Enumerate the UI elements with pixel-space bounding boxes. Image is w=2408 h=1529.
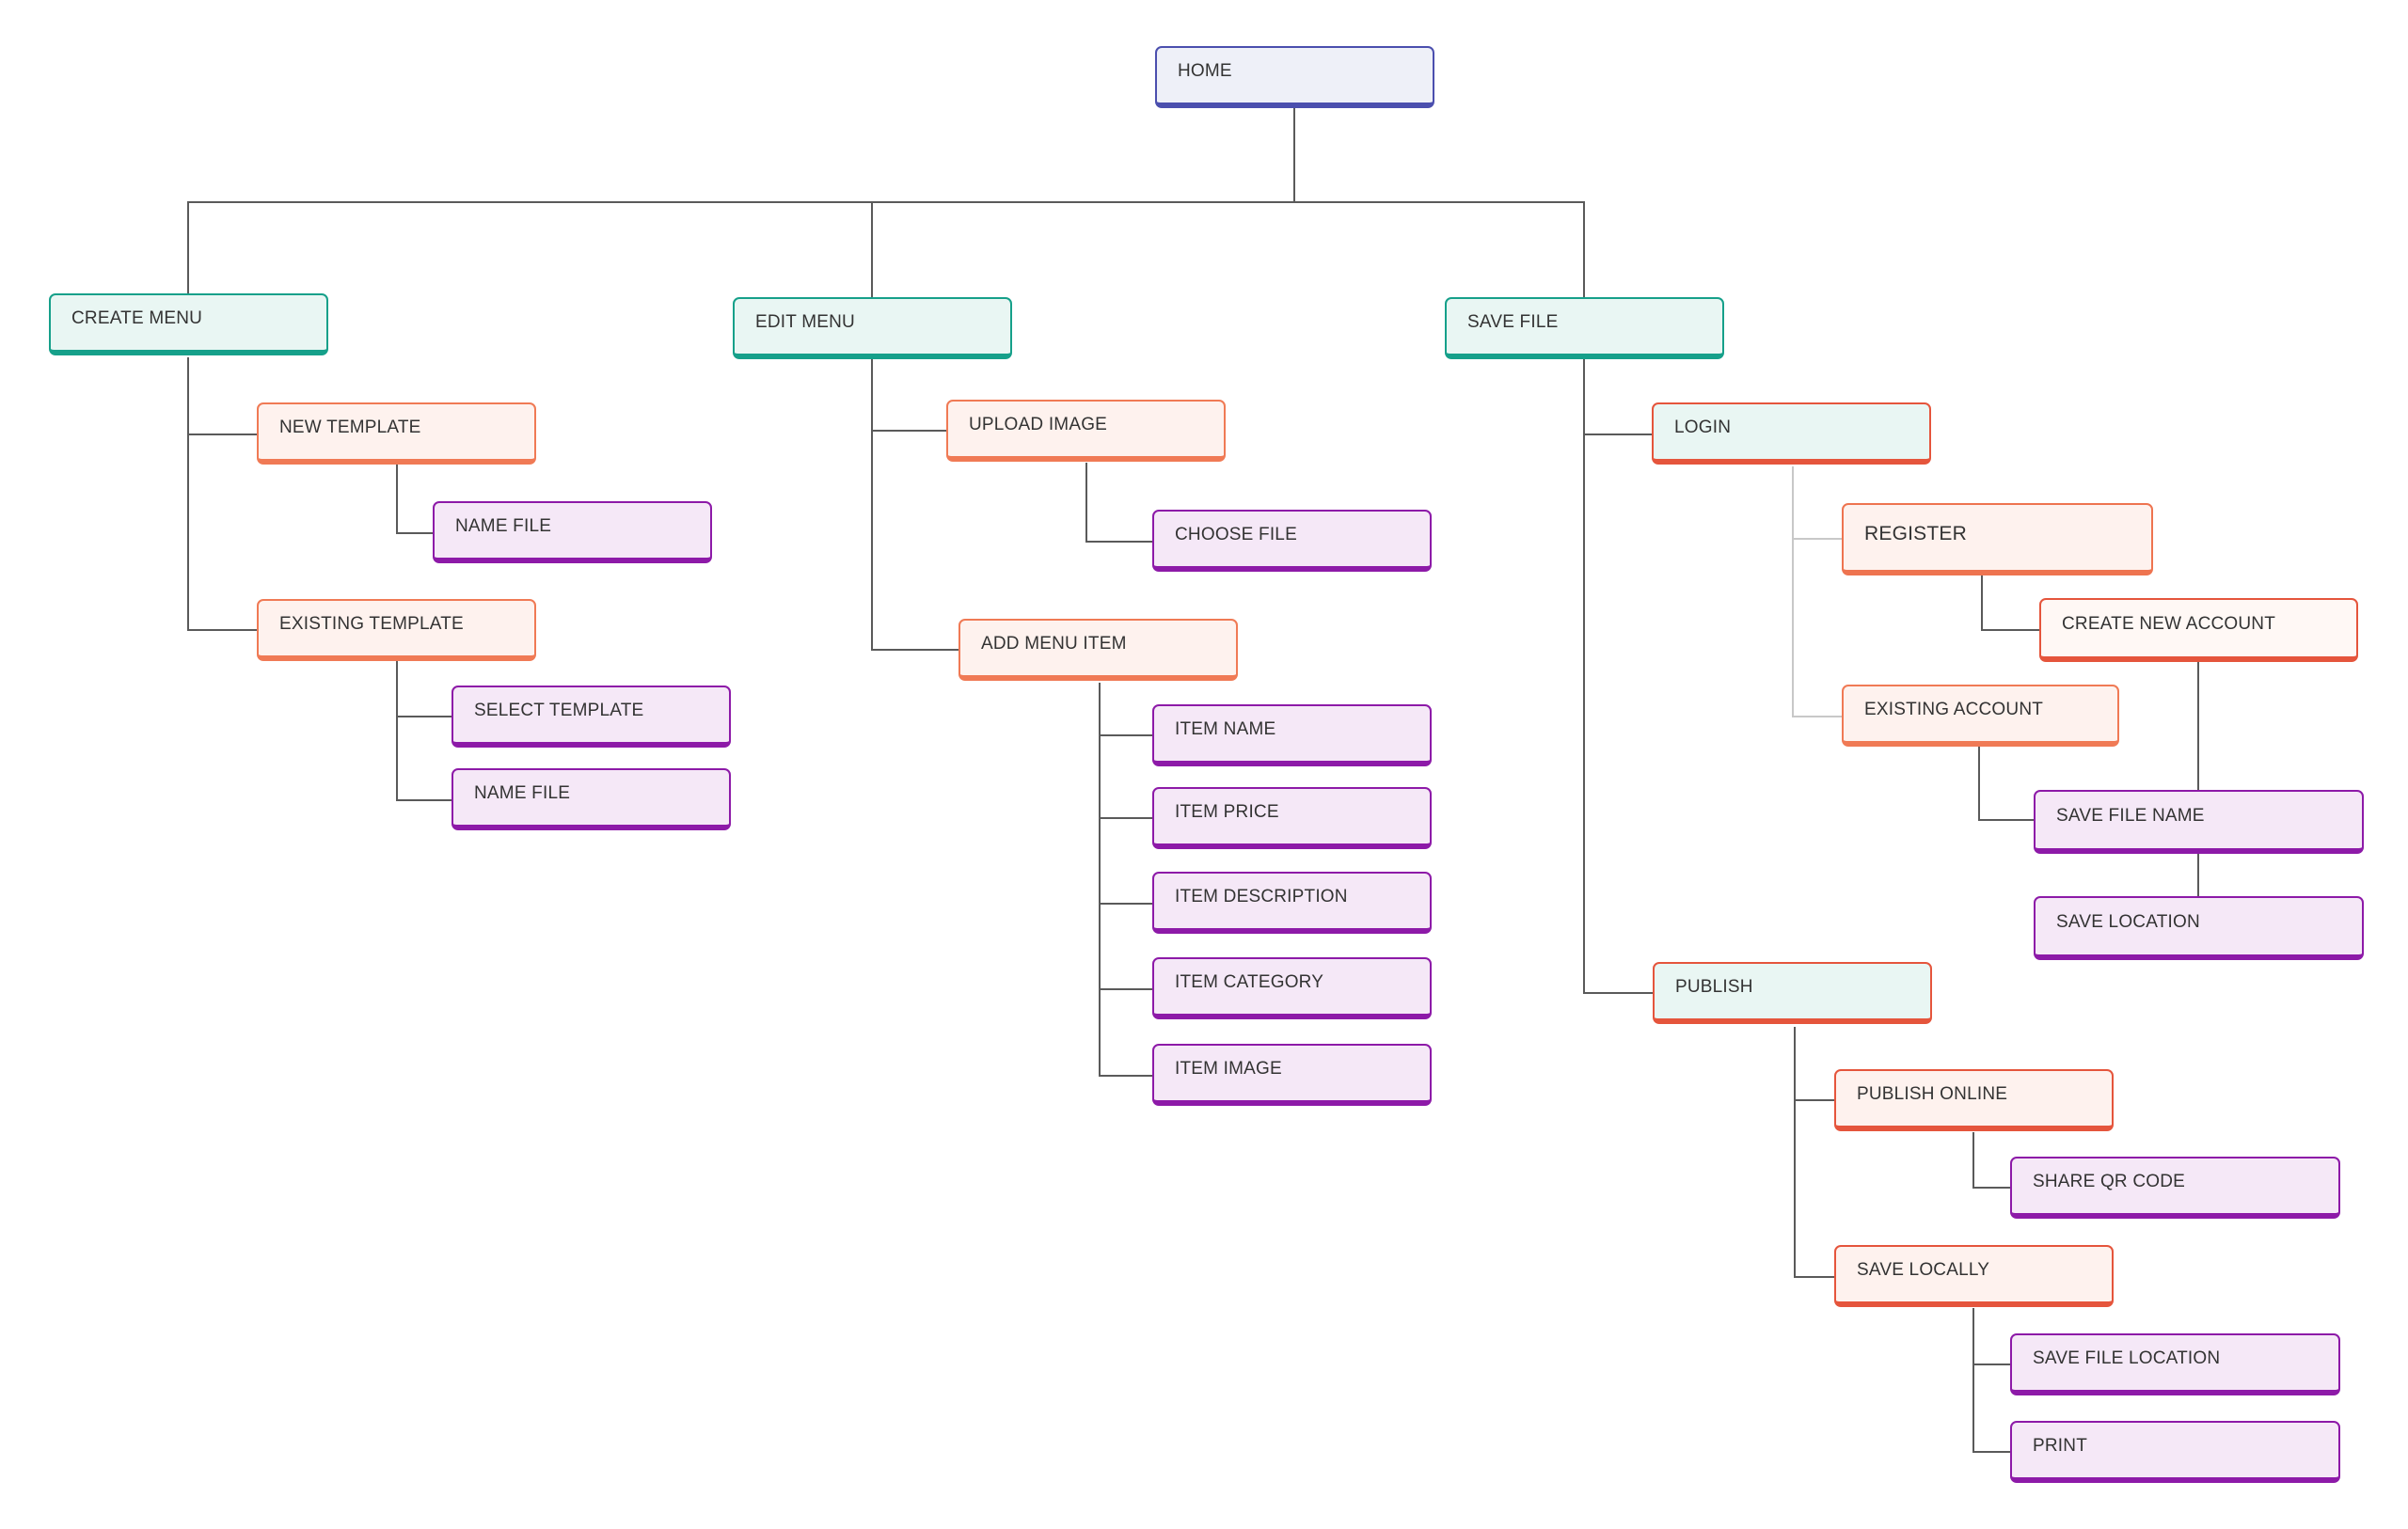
connector-save-file-children <box>1583 359 1653 994</box>
node-existing-account[interactable]: EXISTING ACCOUNT <box>1842 685 2119 747</box>
connector-home-to-create-menu <box>187 201 1294 293</box>
node-save-file-label: SAVE FILE <box>1467 312 1559 332</box>
node-new-template-label: NEW TEMPLATE <box>279 418 421 437</box>
node-item-category[interactable]: ITEM CATEGORY <box>1152 957 1432 1019</box>
connector-register-to-create-account <box>1981 575 2039 631</box>
node-create-menu-label: CREATE MENU <box>71 308 203 328</box>
node-save-file-name-label: SAVE FILE NAME <box>2056 806 2205 826</box>
node-existing-account-label: EXISTING ACCOUNT <box>1864 700 2044 719</box>
connector-home-to-edit-menu <box>871 201 1294 297</box>
node-existing-template-name-file-label: NAME FILE <box>474 783 571 803</box>
node-login-label: LOGIN <box>1674 418 1732 437</box>
node-new-template[interactable]: NEW TEMPLATE <box>257 402 536 465</box>
node-edit-menu-label: EDIT MENU <box>755 312 855 332</box>
connector-new-template-to-name-file <box>396 465 433 534</box>
connector-existing-account-to-save-file-name <box>1978 747 2034 821</box>
node-share-qr-code-label: SHARE QR CODE <box>2033 1172 2186 1191</box>
node-publish[interactable]: PUBLISH <box>1653 962 1932 1024</box>
node-new-template-name-file-label: NAME FILE <box>455 516 552 536</box>
node-choose-file[interactable]: CHOOSE FILE <box>1152 510 1432 572</box>
connector-existing-template-children <box>396 661 452 801</box>
node-item-description-label: ITEM DESCRIPTION <box>1175 887 1348 906</box>
node-edit-menu[interactable]: EDIT MENU <box>733 297 1012 359</box>
connector-publish-online-to-share-qr <box>1972 1132 2010 1189</box>
node-create-new-account-label: CREATE NEW ACCOUNT <box>2062 614 2276 634</box>
node-new-template-name-file[interactable]: NAME FILE <box>433 501 712 563</box>
node-item-image[interactable]: ITEM IMAGE <box>1152 1044 1432 1106</box>
node-save-locally[interactable]: SAVE LOCALLY <box>1834 1245 2114 1307</box>
node-item-image-label: ITEM IMAGE <box>1175 1059 1282 1079</box>
node-save-file-location-label: SAVE FILE LOCATION <box>2033 1348 2221 1368</box>
connector-publish-children <box>1794 1027 1834 1278</box>
node-upload-image-label: UPLOAD IMAGE <box>969 415 1108 434</box>
node-add-menu-item-label: ADD MENU ITEM <box>981 634 1127 654</box>
node-save-file-name[interactable]: SAVE FILE NAME <box>2034 790 2364 854</box>
node-select-template[interactable]: SELECT TEMPLATE <box>452 686 731 748</box>
node-select-template-label: SELECT TEMPLATE <box>474 701 644 720</box>
node-upload-image[interactable]: UPLOAD IMAGE <box>946 400 1226 462</box>
node-home-label: HOME <box>1178 61 1232 81</box>
node-print[interactable]: PRINT <box>2010 1421 2340 1483</box>
node-choose-file-label: CHOOSE FILE <box>1175 525 1297 544</box>
node-publish-label: PUBLISH <box>1675 977 1753 997</box>
connector-add-menu-item-children <box>1099 683 1152 1077</box>
node-existing-template-label: EXISTING TEMPLATE <box>279 614 464 634</box>
node-item-price-label: ITEM PRICE <box>1175 802 1279 822</box>
connector-upload-image-to-choose-file <box>1085 463 1152 543</box>
node-create-new-account[interactable]: CREATE NEW ACCOUNT <box>2039 598 2358 662</box>
connector-edit-menu-children <box>871 359 958 651</box>
node-save-file-location[interactable]: SAVE FILE LOCATION <box>2010 1333 2340 1395</box>
node-item-name[interactable]: ITEM NAME <box>1152 704 1432 766</box>
connector-login-children <box>1792 466 1842 717</box>
connector-create-menu-children <box>187 357 257 631</box>
node-save-locally-label: SAVE LOCALLY <box>1857 1260 1990 1280</box>
node-item-description[interactable]: ITEM DESCRIPTION <box>1152 872 1432 934</box>
node-home[interactable]: HOME <box>1155 46 1434 108</box>
connector-save-locally-children <box>1972 1308 2010 1453</box>
node-save-location-label: SAVE LOCATION <box>2056 912 2200 932</box>
node-existing-template-name-file[interactable]: NAME FILE <box>452 768 731 830</box>
node-publish-online-label: PUBLISH ONLINE <box>1857 1084 2008 1104</box>
node-item-category-label: ITEM CATEGORY <box>1175 972 1324 992</box>
node-save-location[interactable]: SAVE LOCATION <box>2034 896 2364 960</box>
node-item-price[interactable]: ITEM PRICE <box>1152 787 1432 849</box>
connector-home-to-save-file <box>1294 201 1585 297</box>
node-save-file[interactable]: SAVE FILE <box>1445 297 1724 359</box>
node-publish-online[interactable]: PUBLISH ONLINE <box>1834 1069 2114 1131</box>
node-item-name-label: ITEM NAME <box>1175 719 1276 739</box>
node-login[interactable]: LOGIN <box>1652 402 1931 465</box>
node-existing-template[interactable]: EXISTING TEMPLATE <box>257 599 536 661</box>
node-register-label: REGISTER <box>1864 522 1967 544</box>
node-add-menu-item[interactable]: ADD MENU ITEM <box>958 619 1238 681</box>
node-create-menu[interactable]: CREATE MENU <box>49 293 328 355</box>
node-register[interactable]: REGISTER <box>1842 503 2153 575</box>
node-share-qr-code[interactable]: SHARE QR CODE <box>2010 1157 2340 1219</box>
node-print-label: PRINT <box>2033 1436 2087 1456</box>
